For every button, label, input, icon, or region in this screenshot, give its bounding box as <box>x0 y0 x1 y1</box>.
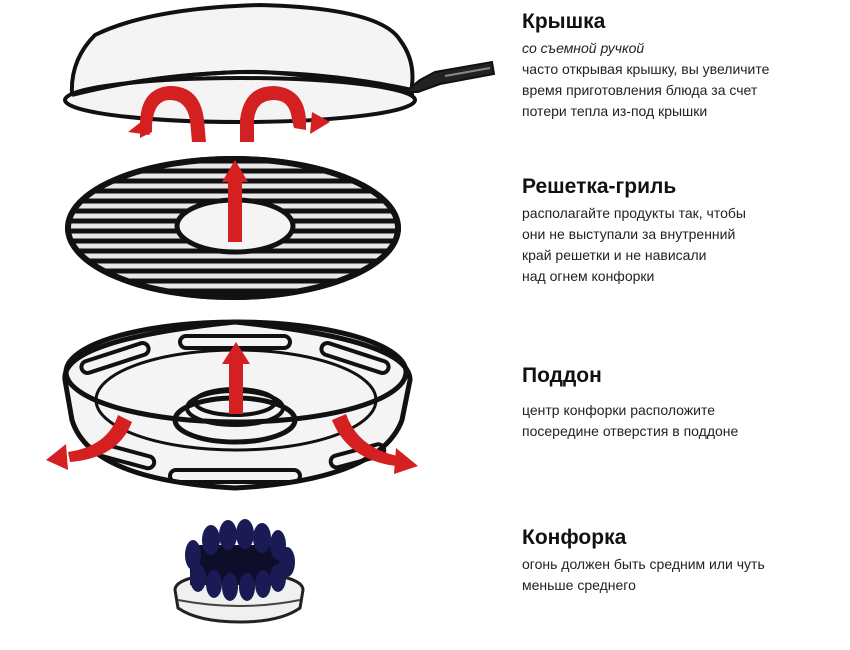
lid-title: Крышка <box>522 10 606 33</box>
grill-title: Решетка-гриль <box>522 175 677 198</box>
grill-grate-icon <box>65 156 401 300</box>
lid-desc-line: время приготовления блюда за счет <box>522 82 758 98</box>
grill-desc-line: они не выступали за внутренний <box>522 226 736 242</box>
lid-desc-line: часто открывая крышку, вы увеличите <box>522 61 770 77</box>
grill-desc-line: располагайте продукты так, чтобы <box>522 205 746 221</box>
assembly-illustration <box>46 2 496 624</box>
part-burner: Конфорка огонь должен быть средним или ч… <box>522 526 842 596</box>
tray-title: Поддон <box>522 364 602 387</box>
part-tray: Поддон центр конфорки расположите посере… <box>522 364 842 442</box>
tray-icon <box>46 319 418 491</box>
lid-icon <box>63 2 496 142</box>
burner-icon <box>173 519 305 624</box>
burner-desc-line: огонь должен быть средним или чуть <box>522 556 765 572</box>
grill-desc-line: над огнем конфорки <box>522 268 655 284</box>
grill-desc-line: край решетки и не нависали <box>522 247 707 263</box>
part-lid: Крышка со съемной ручкой часто открывая … <box>522 10 842 122</box>
lid-desc-line: потери тепла из-под крышки <box>522 103 708 119</box>
tray-desc-line: посередине отверстия в поддоне <box>522 423 739 439</box>
tray-desc-line: центр конфорки расположите <box>522 402 716 418</box>
burner-title: Конфорка <box>522 526 627 549</box>
lid-subtitle: со съемной ручкой <box>522 40 645 56</box>
burner-desc-line: меньше среднего <box>522 577 636 593</box>
part-grill: Решетка-гриль располагайте продукты так,… <box>522 175 842 287</box>
